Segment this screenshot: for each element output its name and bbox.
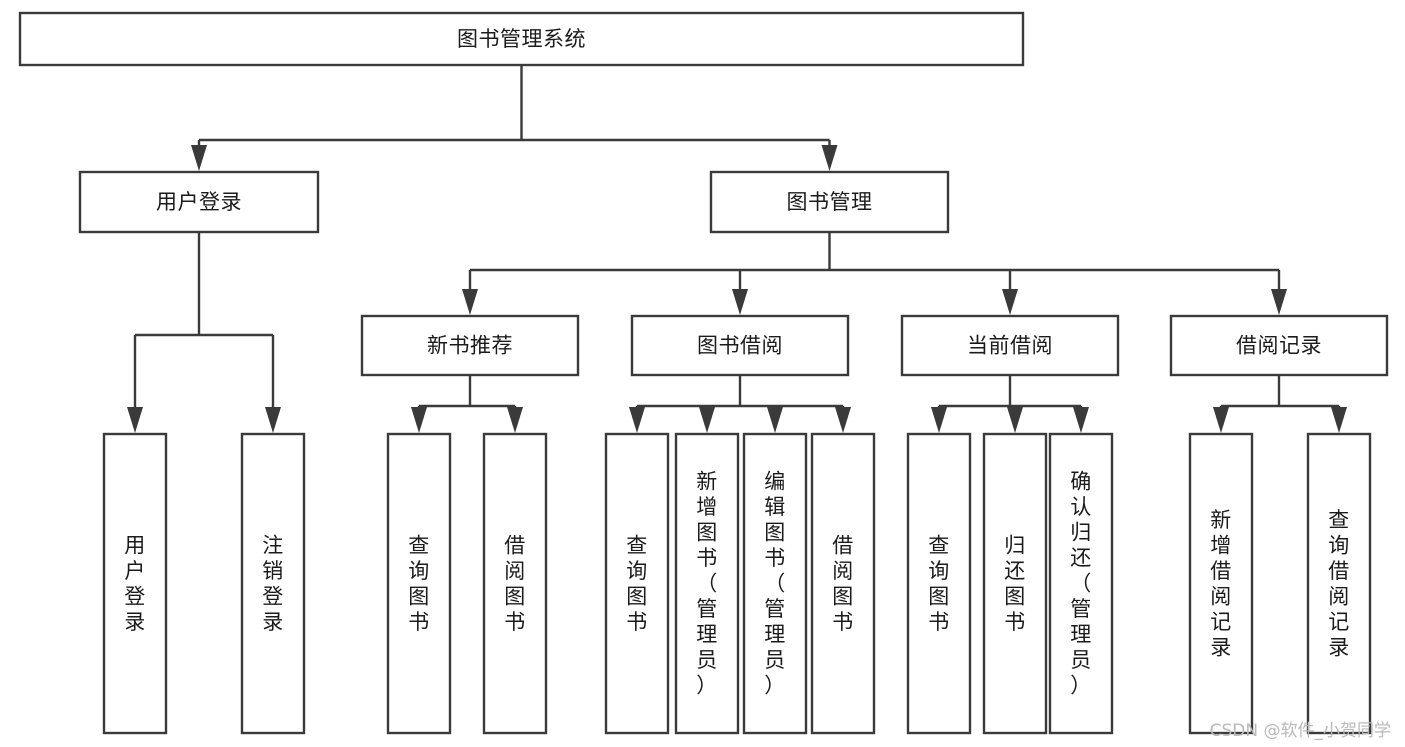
- arrow-head-icon: [462, 289, 478, 315]
- arrow-head-icon: [507, 407, 523, 433]
- node-box: [906, 432, 972, 735]
- node-label: 借阅图书: [832, 533, 854, 634]
- node-leaf-query-book-1[interactable]: 查询图书: [386, 432, 452, 735]
- node-box: [630, 314, 850, 377]
- node-leaf-borrow-book-1[interactable]: 借阅图书: [482, 432, 548, 735]
- node-box: [604, 432, 670, 735]
- node-label: 用户登录: [124, 533, 146, 634]
- node-login[interactable]: 用户登录: [78, 170, 320, 234]
- connector-group-root: [191, 65, 838, 171]
- node-leaf-borrow-book-2[interactable]: 借阅图书: [810, 432, 876, 735]
- node-leaf-add-book[interactable]: 新增图书（管理员）: [674, 432, 740, 735]
- arrow-head-icon: [191, 145, 207, 171]
- node-layer: 图书管理系统用户登录图书管理新书推荐图书借阅当前借阅借阅记录用户登录注销登录查询…: [18, 11, 1389, 735]
- node-box: [1188, 432, 1254, 735]
- node-label: 编辑图书（管理员）: [764, 470, 786, 698]
- node-leaf-confirm-return[interactable]: 确认归还（管理员）: [1048, 432, 1114, 735]
- node-box: [482, 432, 548, 735]
- node-label: 借阅记录: [1236, 334, 1322, 358]
- arrow-head-icon: [1007, 407, 1023, 433]
- node-leaf-edit-book[interactable]: 编辑图书（管理员）: [742, 432, 808, 735]
- arrow-head-icon: [127, 407, 143, 433]
- connector-group-records: [1213, 375, 1347, 433]
- node-box: [674, 432, 740, 735]
- arrow-head-icon: [411, 407, 427, 433]
- node-newbook[interactable]: 新书推荐: [360, 314, 580, 377]
- node-label: 查询图书: [408, 533, 430, 634]
- node-leaf-return-book[interactable]: 归还图书: [982, 432, 1048, 735]
- connector-group-bookmgmt: [462, 232, 1287, 315]
- node-box: [810, 432, 876, 735]
- node-leaf-user-login[interactable]: 用户登录: [102, 432, 168, 735]
- node-leaf-logout[interactable]: 注销登录: [240, 432, 306, 735]
- arrow-head-icon: [767, 407, 783, 433]
- connector-group-current: [931, 375, 1089, 433]
- node-label: 确认归还（管理员）: [1070, 470, 1092, 698]
- node-leaf-query-record[interactable]: 查询借阅记录: [1306, 432, 1372, 735]
- arrow-head-icon: [1073, 407, 1089, 433]
- node-label: 借阅图书: [504, 533, 526, 634]
- node-label: 图书管理系统: [457, 27, 586, 51]
- node-label: 图书借阅: [697, 334, 783, 358]
- node-label: 注销登录: [262, 533, 284, 634]
- arrow-head-icon: [699, 407, 715, 433]
- node-box: [18, 11, 1025, 67]
- arrow-head-icon: [1213, 407, 1229, 433]
- node-leaf-query-book-2[interactable]: 查询图书: [604, 432, 670, 735]
- node-box: [240, 432, 306, 735]
- arrow-head-icon: [732, 289, 748, 315]
- node-label: 查询图书: [928, 533, 950, 634]
- node-label: 用户登录: [156, 190, 242, 214]
- node-leaf-add-record[interactable]: 新增借阅记录: [1188, 432, 1254, 735]
- node-label: 当前借阅: [967, 334, 1053, 358]
- connector-group-borrow: [629, 375, 851, 433]
- node-label: 查询图书: [626, 533, 648, 634]
- node-box: [709, 170, 950, 234]
- node-box: [78, 170, 320, 234]
- node-records[interactable]: 借阅记录: [1169, 314, 1389, 377]
- arrow-head-icon: [931, 407, 947, 433]
- node-box: [386, 432, 452, 735]
- arrow-head-icon: [1271, 289, 1287, 315]
- node-label: 新书推荐: [427, 334, 513, 358]
- node-label: 归还图书: [1004, 533, 1026, 634]
- connector-layer: [127, 65, 1347, 433]
- connector-group-login: [127, 232, 281, 433]
- arrow-head-icon: [1002, 289, 1018, 315]
- node-label: 查询借阅记录: [1328, 508, 1350, 660]
- node-box: [1169, 314, 1389, 377]
- node-leaf-query-book-3[interactable]: 查询图书: [906, 432, 972, 735]
- node-box: [900, 314, 1120, 377]
- arrow-head-icon: [821, 145, 838, 171]
- arrow-head-icon: [1331, 407, 1347, 433]
- node-box: [982, 432, 1048, 735]
- arrow-head-icon: [629, 407, 645, 433]
- node-root[interactable]: 图书管理系统: [18, 11, 1025, 67]
- arrow-head-icon: [835, 407, 851, 433]
- node-current[interactable]: 当前借阅: [900, 314, 1120, 377]
- node-label: 新增图书（管理员）: [696, 470, 718, 698]
- node-label: 图书管理: [787, 190, 873, 214]
- arrow-head-icon: [265, 407, 281, 433]
- node-box: [102, 432, 168, 735]
- node-borrow[interactable]: 图书借阅: [630, 314, 850, 377]
- node-box: [742, 432, 808, 735]
- connector-group-newbook: [411, 375, 523, 433]
- node-label: 新增借阅记录: [1210, 508, 1232, 660]
- node-box: [360, 314, 580, 377]
- node-box: [1048, 432, 1114, 735]
- node-box: [1306, 432, 1372, 735]
- node-bookmgmt[interactable]: 图书管理: [709, 170, 950, 234]
